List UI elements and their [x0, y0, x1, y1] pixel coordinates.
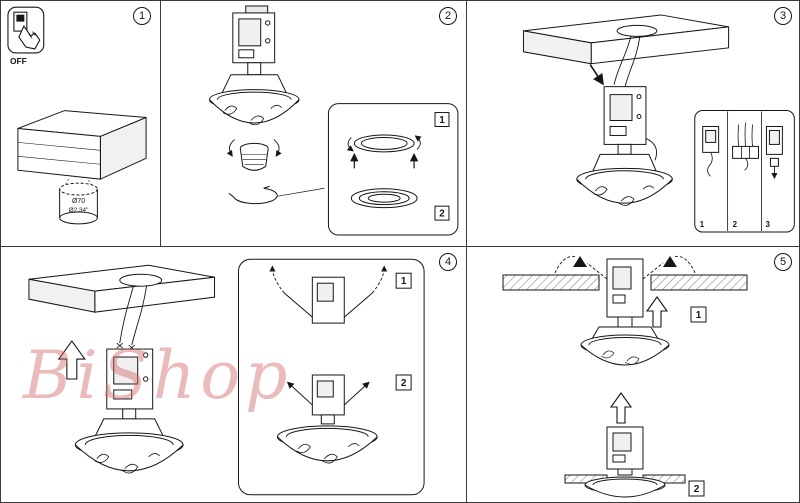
- panel-2-number-badge: 2: [439, 7, 457, 25]
- driver-box-drawing: [603, 86, 658, 161]
- off-label: OFF: [10, 56, 27, 66]
- panel1-art: OFF Ø70 Ø2.34": [7, 6, 147, 225]
- inset-step-2-label: 2: [439, 209, 445, 220]
- panel-1-number-badge: 1: [133, 7, 151, 25]
- wiring-step-2-label: 2: [733, 220, 738, 229]
- fixture-drawing: [208, 5, 300, 126]
- power-off-switch-icon: [7, 6, 45, 54]
- push-arrow-bottom: [609, 392, 633, 424]
- hole-diameter-mm: Ø70: [72, 198, 85, 205]
- lamp-drawing: [74, 408, 184, 474]
- driver-box-drawing: [106, 348, 154, 410]
- push-up-drawing: [564, 392, 705, 498]
- gu10-bulb-drawing: [226, 139, 282, 171]
- wiring-step-1-label: 1: [700, 220, 705, 229]
- ring-inset-box: [327, 103, 459, 236]
- panel-5-number-badge: 5: [774, 253, 792, 271]
- insert-arrow: [589, 64, 604, 86]
- snap-triangle-right: [663, 256, 677, 267]
- ceiling-wires-drawing: [28, 264, 216, 351]
- push-arrow-top: [645, 296, 669, 328]
- step-1-label: 1: [696, 310, 702, 321]
- clip-snap-drawing: [502, 255, 748, 366]
- ceiling-wires-drawing: [522, 14, 730, 87]
- panel2-art: 1 2: [208, 5, 459, 236]
- lift-arrow: [57, 340, 86, 380]
- ceiling-cutout-drawing: [17, 110, 147, 225]
- wiring-inset-box: [694, 110, 795, 233]
- spring-ring-drawing: [228, 185, 325, 205]
- panel-4: 4: [1, 247, 467, 502]
- inset-step-2-label: 2: [401, 378, 407, 389]
- panel-1: 1 OFF Ø70 Ø2.34": [1, 1, 161, 247]
- panel-4-number-badge: 4: [439, 253, 457, 271]
- snap-triangle-left: [573, 256, 587, 267]
- hole-diameter-inch: Ø2.34": [69, 207, 90, 214]
- inset-step-1-label: 1: [439, 115, 445, 126]
- inset-step-1-label: 1: [401, 276, 407, 287]
- wiring-step-3-label: 3: [765, 220, 770, 229]
- panel-5: 5: [467, 247, 799, 502]
- step-2-label: 2: [694, 484, 700, 495]
- panel5-art: 1 2: [502, 255, 748, 498]
- lamp-drawing: [576, 143, 673, 206]
- panel-3: 3: [467, 1, 799, 247]
- panel-3-number-badge: 3: [774, 7, 792, 25]
- panel4-art: 1 2: [28, 258, 425, 496]
- panel3-art: 1 2 3: [522, 14, 795, 233]
- panel-2: 2: [161, 1, 467, 247]
- spring-inset-box: [237, 258, 425, 496]
